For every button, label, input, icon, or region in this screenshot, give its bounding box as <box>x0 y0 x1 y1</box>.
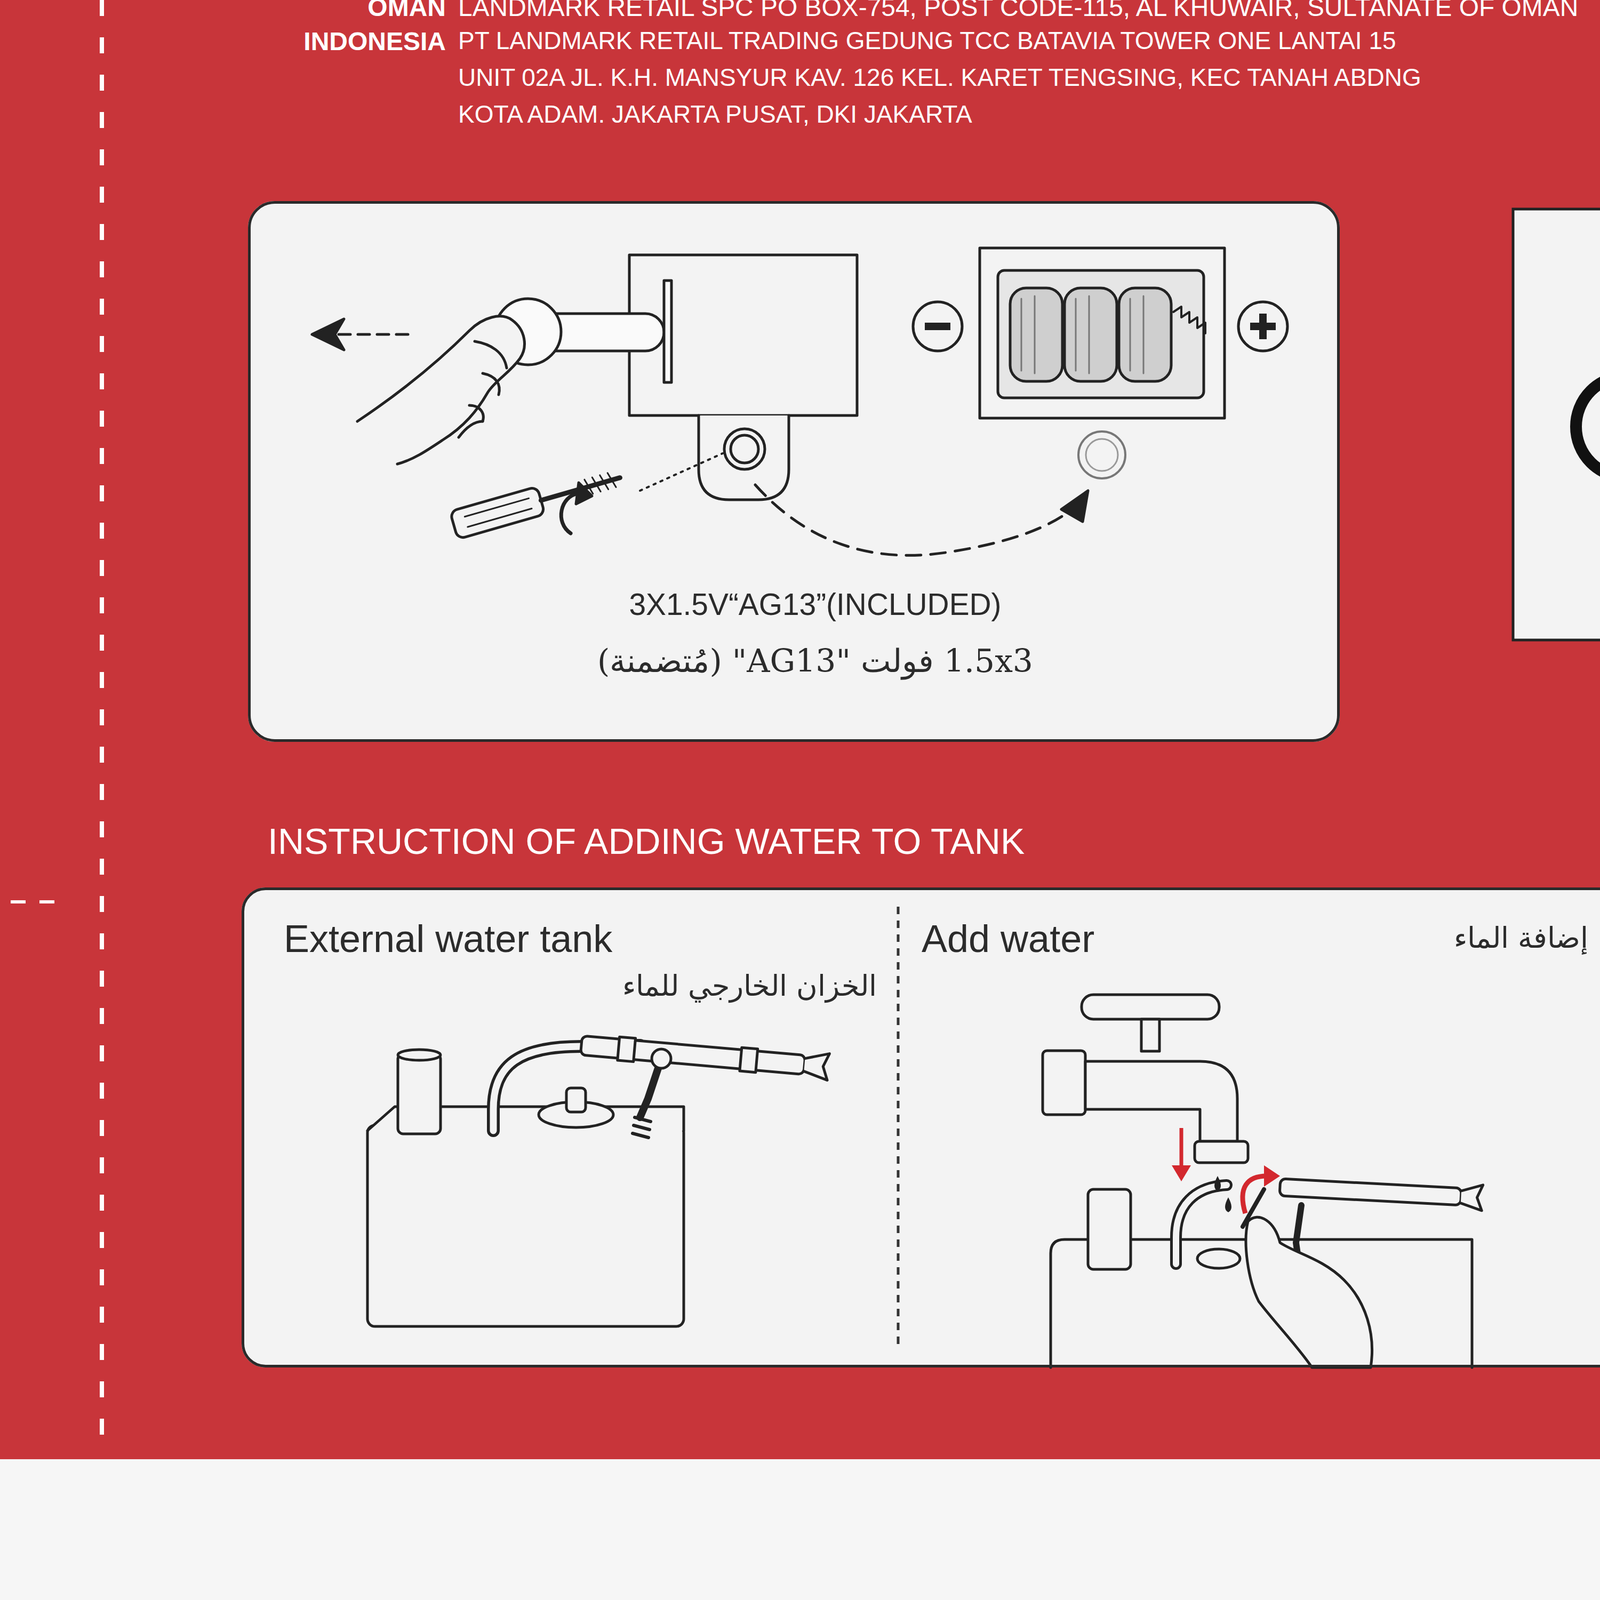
address-block: PT LANDMARK RETAIL TRADING GEDUNG TCC BA… <box>458 22 1429 133</box>
add-water-panel: Add water إضافة الماء <box>898 890 1600 1365</box>
address-line: LANDMARK RETAIL SPC PO BOX-754, POST COD… <box>458 0 1579 27</box>
section-heading: INSTRUCTION OF ADDING WATER TO TANK <box>267 819 1025 864</box>
panel-title: External water tank <box>283 915 613 962</box>
panel-title: Add water <box>921 915 1095 962</box>
battery-spec-arabic: 1.5x3 فولت "AG13" (مُتضمنة) <box>293 642 1338 681</box>
battery-panel: 3X1.5V“AG13”(INCLUDED) 1.5x3 فولت "AG13" … <box>248 201 1340 742</box>
tank-panel: External water tank الخزان الخارجي للماء <box>244 890 899 1365</box>
panel-title-arabic: الخزان الخارجي للماء <box>622 969 877 1004</box>
battery-spec: 3X1.5V“AG13”(INCLUDED) <box>293 586 1338 623</box>
country-name: INDONESIA <box>303 22 446 61</box>
country-name: OMAN <box>367 0 446 27</box>
water-panel: INSTRUCTION OF ADDING WATER TO TANKExter… <box>241 887 1600 1368</box>
panel-title-arabic: إضافة الماء <box>1453 921 1589 956</box>
